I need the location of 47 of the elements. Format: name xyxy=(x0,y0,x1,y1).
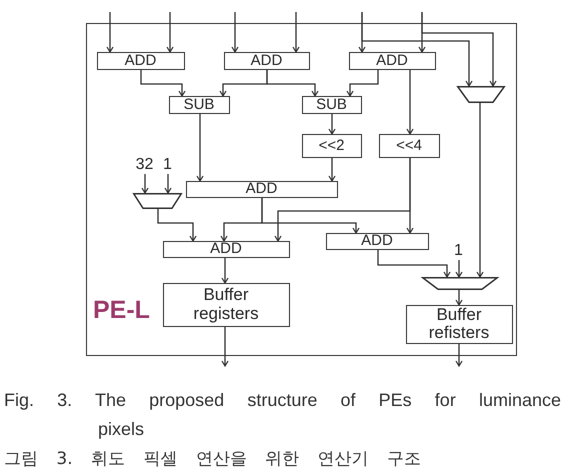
arrow xyxy=(266,70,319,97)
arrow xyxy=(261,198,360,234)
arrow xyxy=(476,103,484,278)
subtractor-box: SUB xyxy=(168,96,230,114)
adder-box: ADD xyxy=(96,52,184,70)
arrow xyxy=(221,258,229,284)
arrow xyxy=(346,70,379,97)
arrow xyxy=(406,158,414,234)
arrow xyxy=(455,260,463,278)
adder-box: ADD xyxy=(162,240,290,258)
arrow xyxy=(140,70,186,97)
arrow xyxy=(106,12,114,53)
figure-caption: Fig. 3. The proposed structure of PEs for luminance pixels xyxy=(4,389,561,441)
arrow xyxy=(292,12,300,53)
arrow xyxy=(406,70,414,135)
arrow xyxy=(196,114,204,182)
block-label: PE-L xyxy=(93,298,150,323)
arrow xyxy=(164,174,172,194)
arrow xyxy=(221,327,229,367)
arrow xyxy=(377,250,451,278)
arrow xyxy=(231,12,239,53)
shifter-box: <<2 xyxy=(302,134,362,158)
arrow xyxy=(157,209,197,242)
shifter-box: <<4 xyxy=(378,134,440,158)
arrow xyxy=(328,114,336,135)
adder-box: ADD xyxy=(186,180,338,198)
constant-label: 32 xyxy=(132,156,156,174)
adder-box: ADD xyxy=(224,52,310,70)
register-box: Buffer refisters xyxy=(406,304,512,344)
arrow xyxy=(421,12,497,87)
arrow xyxy=(166,12,174,53)
arrow xyxy=(328,158,336,182)
arrow xyxy=(455,290,463,306)
multiplexer xyxy=(132,192,182,208)
block-frame xyxy=(86,23,517,356)
multiplexer xyxy=(422,276,498,290)
subtractor-box: SUB xyxy=(302,96,362,114)
multiplexer xyxy=(456,86,504,102)
constant-label: 1 xyxy=(452,242,466,260)
adder-box: ADD xyxy=(348,52,436,70)
figure-caption: 그림 3. 휘도 픽셀 연산을 위한 연산기 구조 xyxy=(4,448,422,471)
adder-box: ADD xyxy=(326,232,428,250)
arrow xyxy=(455,344,463,367)
arrow xyxy=(141,174,149,194)
arrow xyxy=(361,12,473,87)
register-box: Buffer registers xyxy=(162,282,290,326)
constant-label: 1 xyxy=(160,156,174,174)
